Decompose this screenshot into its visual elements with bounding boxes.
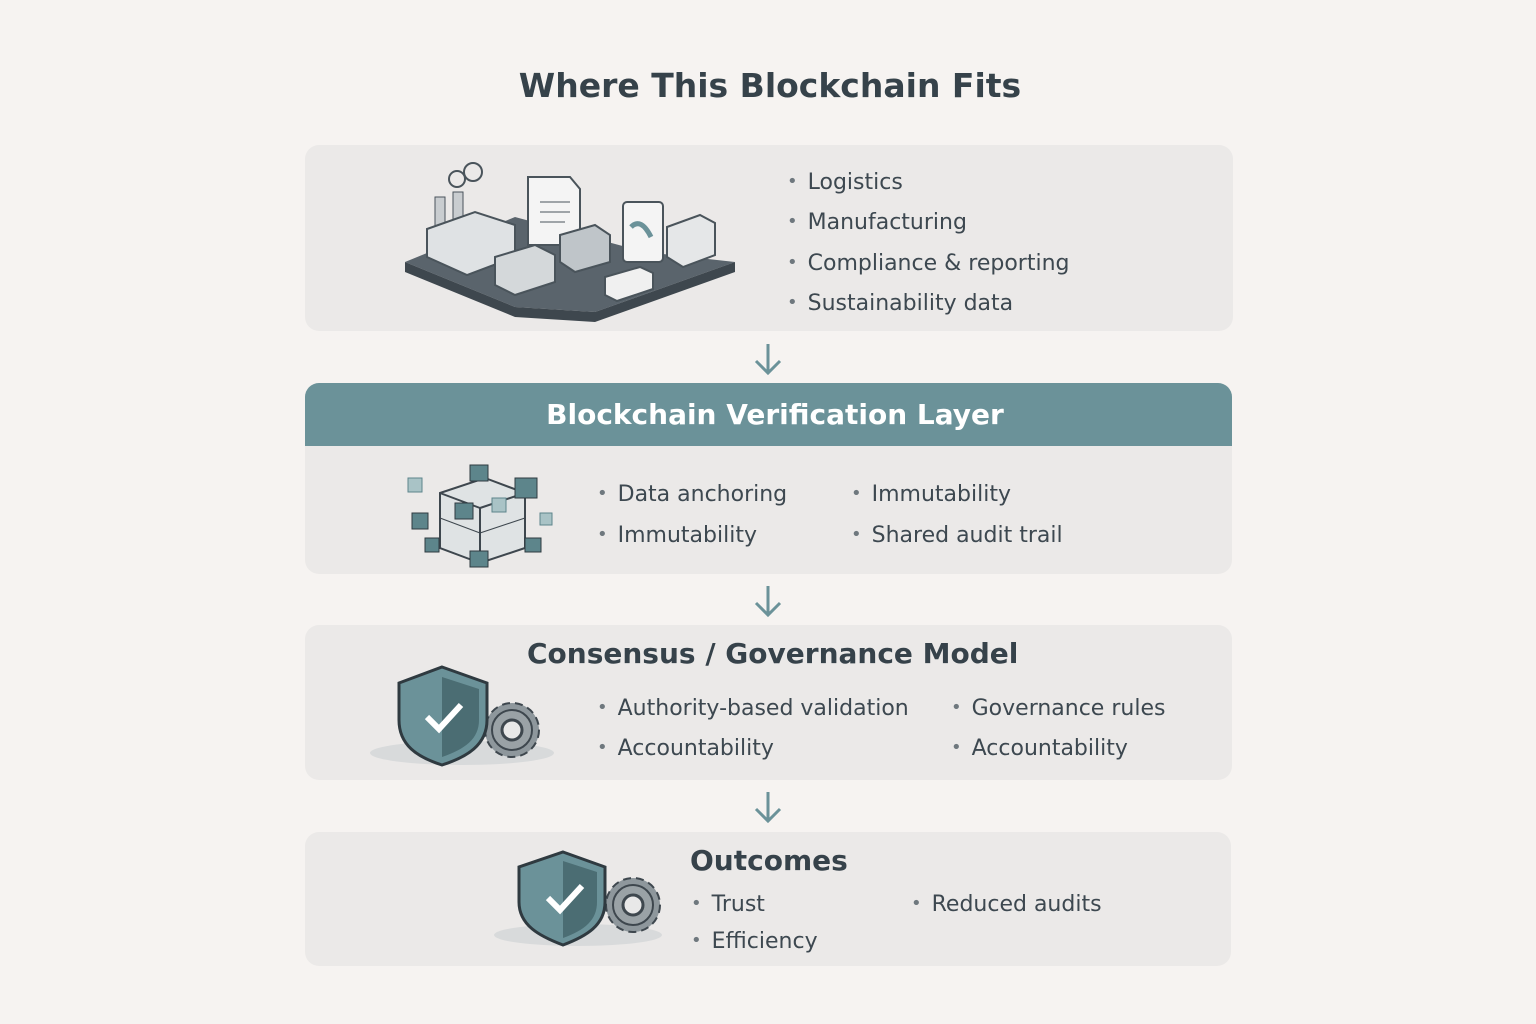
list-item: Authority-based validation (597, 696, 909, 721)
list-item: Data anchoring (597, 482, 788, 507)
verification-panel: Blockchain Verification Layer Data ancho… (305, 383, 1232, 574)
outcomes-panel: Outcomes Trust Efficiency Reduced audits (305, 832, 1231, 966)
list-item: Accountability (597, 736, 774, 761)
list-item: Logistics (787, 170, 903, 195)
shield-gear-icon (494, 850, 662, 947)
list-item: Sustainability data (787, 291, 1014, 316)
list-item: Trust (691, 892, 765, 917)
page-title: Where This Blockchain Fits (518, 66, 1022, 105)
verification-title: Blockchain Verification Layer (546, 398, 1004, 431)
arrow-down-icon (754, 586, 782, 618)
consensus-title: Consensus / Governance Model (527, 637, 1019, 670)
list-item: Reduced audits (911, 892, 1102, 917)
outcomes-title: Outcomes (690, 844, 848, 877)
arrow-down-icon (754, 344, 782, 376)
list-item: Governance rules (951, 696, 1166, 721)
list-item: Shared audit trail (851, 523, 1063, 548)
list-item: Efficiency (691, 929, 818, 954)
arrow-down-icon (754, 792, 782, 824)
industry-buildings-icon (405, 162, 735, 322)
blockchain-cubes-icon (407, 464, 553, 568)
list-item: Accountability (951, 736, 1128, 761)
list-item: Immutability (597, 523, 757, 548)
list-item: Manufacturing (787, 210, 967, 235)
list-item: Compliance & reporting (787, 251, 1070, 276)
list-item: Immutability (851, 482, 1011, 507)
industries-panel: Logistics Manufacturing Compliance & rep… (305, 145, 1233, 331)
shield-gear-icon (370, 665, 554, 767)
consensus-panel: Consensus / Governance Model Authority-b… (305, 625, 1232, 780)
